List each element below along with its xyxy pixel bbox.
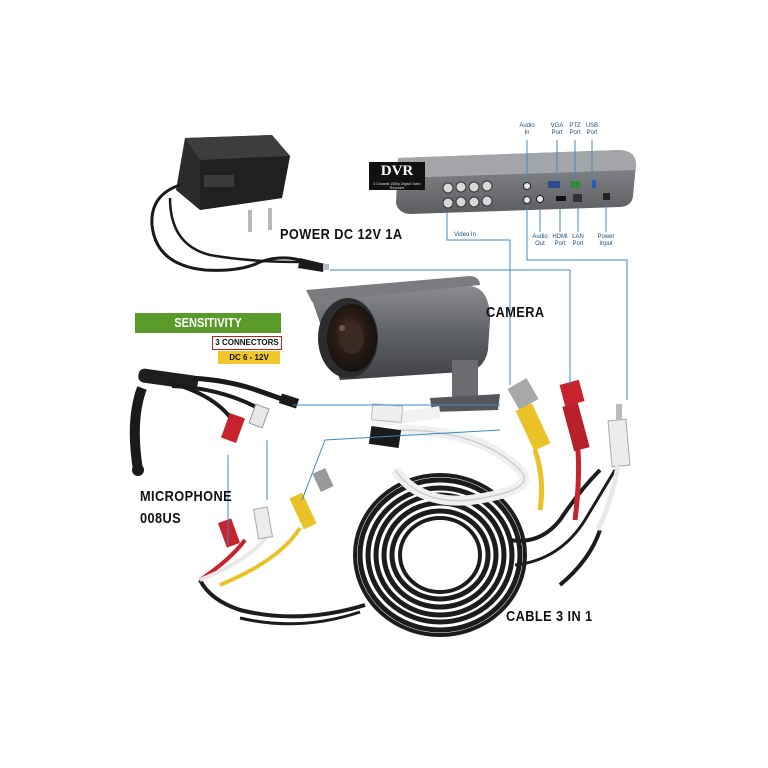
dvr-title: DVR xyxy=(380,163,414,179)
label-hdmi-port: HDMI Port xyxy=(552,234,568,247)
label-power: POWER DC 12V 1A xyxy=(280,226,403,243)
label-lan-port: LAN Port xyxy=(572,234,584,247)
microphone xyxy=(129,368,300,476)
label-ptz-port: PTZ Port xyxy=(569,123,581,136)
label-audio-in: Audio In xyxy=(519,123,535,136)
dvr-unit xyxy=(396,150,636,214)
label-power-input: Power Input xyxy=(597,234,615,247)
bullet-camera xyxy=(306,276,500,412)
label-video-in: Video In xyxy=(454,232,476,238)
label-camera: CAMERA xyxy=(486,304,545,321)
label-usb-port: USB Port xyxy=(585,123,599,136)
dvr-badge: DVR 4 Channel 1080p Digital Video Record… xyxy=(369,162,425,190)
connectors-badge: 3 CONNECTORS xyxy=(212,336,282,350)
callout-lines xyxy=(227,140,628,545)
label-microphone: MICROPHONE xyxy=(140,488,233,505)
voltage-badge: DC 6 - 12V xyxy=(218,351,280,364)
power-adapter xyxy=(150,135,329,272)
dvr-subtitle: 4 Channel 1080p Digital Video Recorder xyxy=(373,182,421,190)
cable-right-connectors xyxy=(507,378,631,532)
label-vga-port: VGA Port xyxy=(550,123,564,136)
video-in-ports xyxy=(442,180,493,209)
label-audio-out: Audio Out xyxy=(532,234,548,247)
dvr-back-ports xyxy=(523,180,610,204)
label-microphone-model: 008US xyxy=(140,510,182,527)
cable-left-connectors xyxy=(198,467,334,587)
sensitivity-badge: SENSITIVITY ADJUSTMENT xyxy=(135,313,281,350)
label-cable: CABLE 3 IN 1 xyxy=(506,608,593,625)
